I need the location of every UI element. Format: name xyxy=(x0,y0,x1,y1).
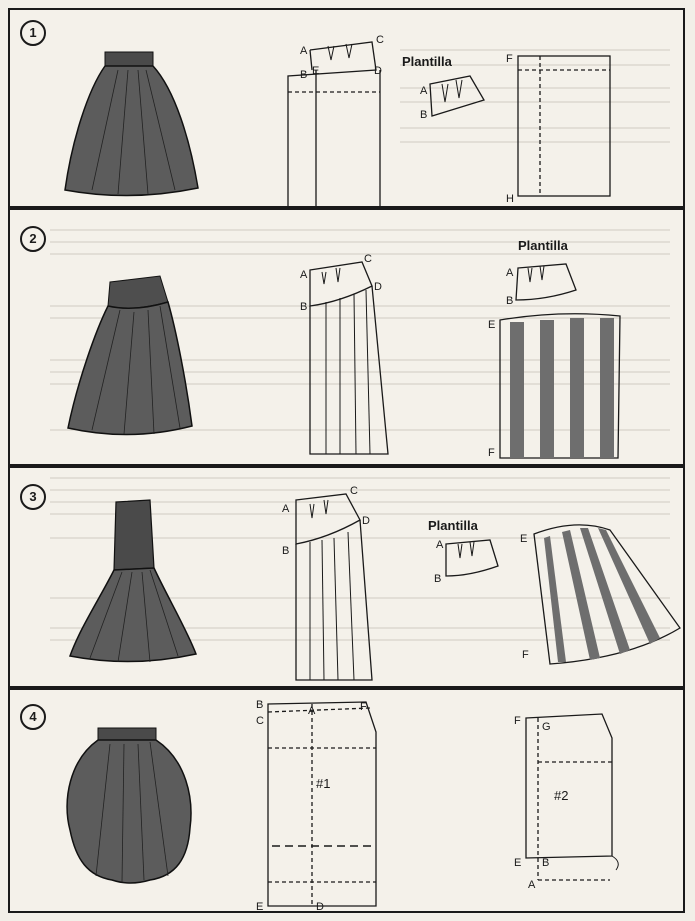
flared-back-pattern xyxy=(533,524,681,665)
point-label: F xyxy=(514,715,521,727)
point-label: A xyxy=(300,45,308,57)
point-label: D xyxy=(374,281,382,293)
front-pattern xyxy=(287,41,381,206)
point-label: B xyxy=(542,857,549,869)
point-label: B xyxy=(282,545,289,557)
point-label: B xyxy=(300,69,307,81)
point-label: C xyxy=(376,34,384,46)
point-label: A xyxy=(282,503,290,515)
panel-3: 3 xyxy=(8,466,685,688)
point-label: F xyxy=(488,447,495,459)
piece-1-label: #1 xyxy=(316,776,330,791)
panel-2-drawing: A C B D Plantilla A B E F xyxy=(50,229,670,459)
panel-4: 4 B A F C E D xyxy=(8,688,685,913)
point-label: D xyxy=(316,901,324,913)
point-label: B xyxy=(300,301,307,313)
bleed-through-text xyxy=(400,49,670,143)
back-pattern xyxy=(517,55,611,197)
front-pattern xyxy=(295,493,373,681)
panel-1-drawing: A B C D E H G Plantilla A B F H xyxy=(64,34,670,206)
template-label: Plantilla xyxy=(518,238,569,253)
front-pattern-labels: A B C D E H G xyxy=(300,34,384,81)
point-label: A xyxy=(300,269,308,281)
piece-1-pattern xyxy=(267,701,377,907)
point-label: D xyxy=(374,65,382,77)
point-label: B xyxy=(434,573,441,585)
point-label: C xyxy=(364,253,372,265)
skirt-illustration xyxy=(64,51,199,197)
panel-number: 3 xyxy=(20,484,46,510)
point-label: A xyxy=(420,85,428,97)
point-label: C xyxy=(350,485,358,497)
point-label: H xyxy=(506,193,514,205)
template-label: Plantilla xyxy=(402,54,453,69)
point-label: B xyxy=(506,295,513,307)
point-label: F xyxy=(360,701,367,713)
point-label: E xyxy=(488,319,495,331)
point-label: C xyxy=(256,715,264,727)
point-label: E xyxy=(520,533,527,545)
panel-number: 2 xyxy=(20,226,46,252)
point-label: D xyxy=(362,515,370,527)
panel-2: 2 xyxy=(8,208,685,466)
panel-3-drawing: A C B D Plantilla A B E F xyxy=(50,477,681,681)
point-label: A xyxy=(528,879,536,891)
point-label: F xyxy=(522,649,529,661)
slashed-back-pattern xyxy=(499,313,621,459)
point-label: F xyxy=(506,53,513,65)
point-label: A xyxy=(436,539,444,551)
template-piece xyxy=(429,75,485,117)
point-label: G xyxy=(542,721,551,733)
template-piece xyxy=(445,539,499,577)
panel-4-drawing: B A F C E D #1 F G E B A #2 xyxy=(66,699,619,913)
point-label: E xyxy=(514,857,521,869)
skirt-illustration xyxy=(68,499,198,663)
skirt-illustration xyxy=(67,275,193,436)
point-label: E xyxy=(256,901,263,913)
point-label: B xyxy=(256,699,263,711)
template-label: Plantilla xyxy=(428,518,479,533)
point-label: E xyxy=(312,65,319,77)
piece-2-label: #2 xyxy=(554,788,568,803)
front-pattern xyxy=(309,261,389,455)
panel-number: 4 xyxy=(20,704,46,730)
panel-1: 1 xyxy=(8,8,685,208)
skirt-illustration xyxy=(66,727,192,884)
template-piece xyxy=(515,263,577,301)
point-label: A xyxy=(308,705,316,717)
piece-2-pattern xyxy=(525,713,619,881)
point-label: A xyxy=(506,267,514,279)
panel-number: 1 xyxy=(20,20,46,46)
point-label: B xyxy=(420,109,427,121)
